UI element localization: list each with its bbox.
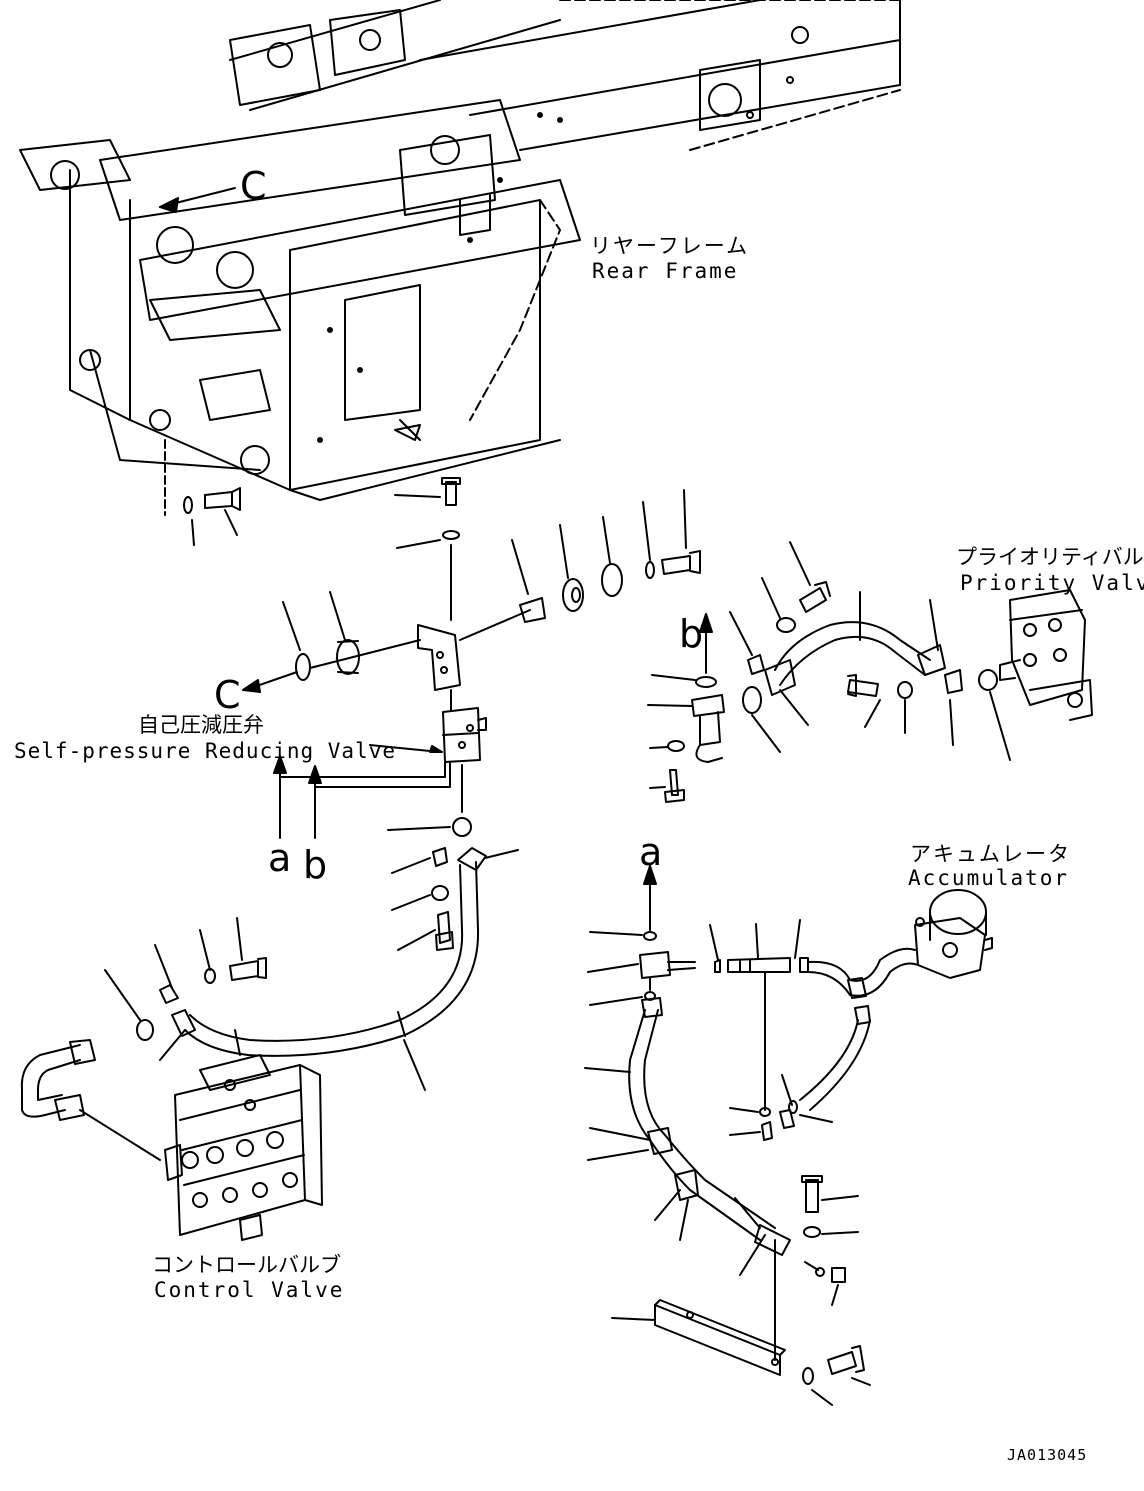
callout-b-left: b <box>303 843 328 887</box>
priority-valve-label-en: Priority Valve <box>960 571 1144 595</box>
control-valve-label-en: Control Valve <box>154 1278 345 1302</box>
self-pressure-valve-label-en: Self-pressure Reducing Valve <box>14 739 397 763</box>
self-pressure-valve-assembly <box>242 477 701 951</box>
frame-bolt-group <box>164 439 241 546</box>
rear-frame-label-jp: リヤーフレーム <box>590 234 750 258</box>
callout-b-right: b <box>679 612 704 656</box>
drawing-number: JA013045 <box>1007 1446 1088 1464</box>
control-valve-label-jp: コントロールバルブ <box>152 1253 341 1277</box>
rear-frame-drawing <box>19 0 901 501</box>
callout-a-left: a <box>268 836 292 880</box>
priority-valve-label-jp: プライオリティバルブ <box>956 545 1144 569</box>
hose-to-control-valve <box>20 847 519 1161</box>
accumulator-assembly <box>587 865 993 1141</box>
hose-a-line <box>584 997 871 1406</box>
callout-a-right: a <box>639 830 663 874</box>
callout-c-top: C <box>240 164 267 208</box>
callout-c-mid: C <box>214 673 241 717</box>
priority-valve-assembly <box>647 541 1093 803</box>
rear-frame-label-en: Rear Frame <box>592 259 739 283</box>
self-pressure-valve-label-jp: 自己圧減圧弁 <box>138 713 264 737</box>
accumulator-label-jp: アキュムレータ <box>910 842 1071 866</box>
control-valve-drawing <box>164 1054 323 1241</box>
accumulator-label-en: Accumulator <box>908 866 1070 890</box>
